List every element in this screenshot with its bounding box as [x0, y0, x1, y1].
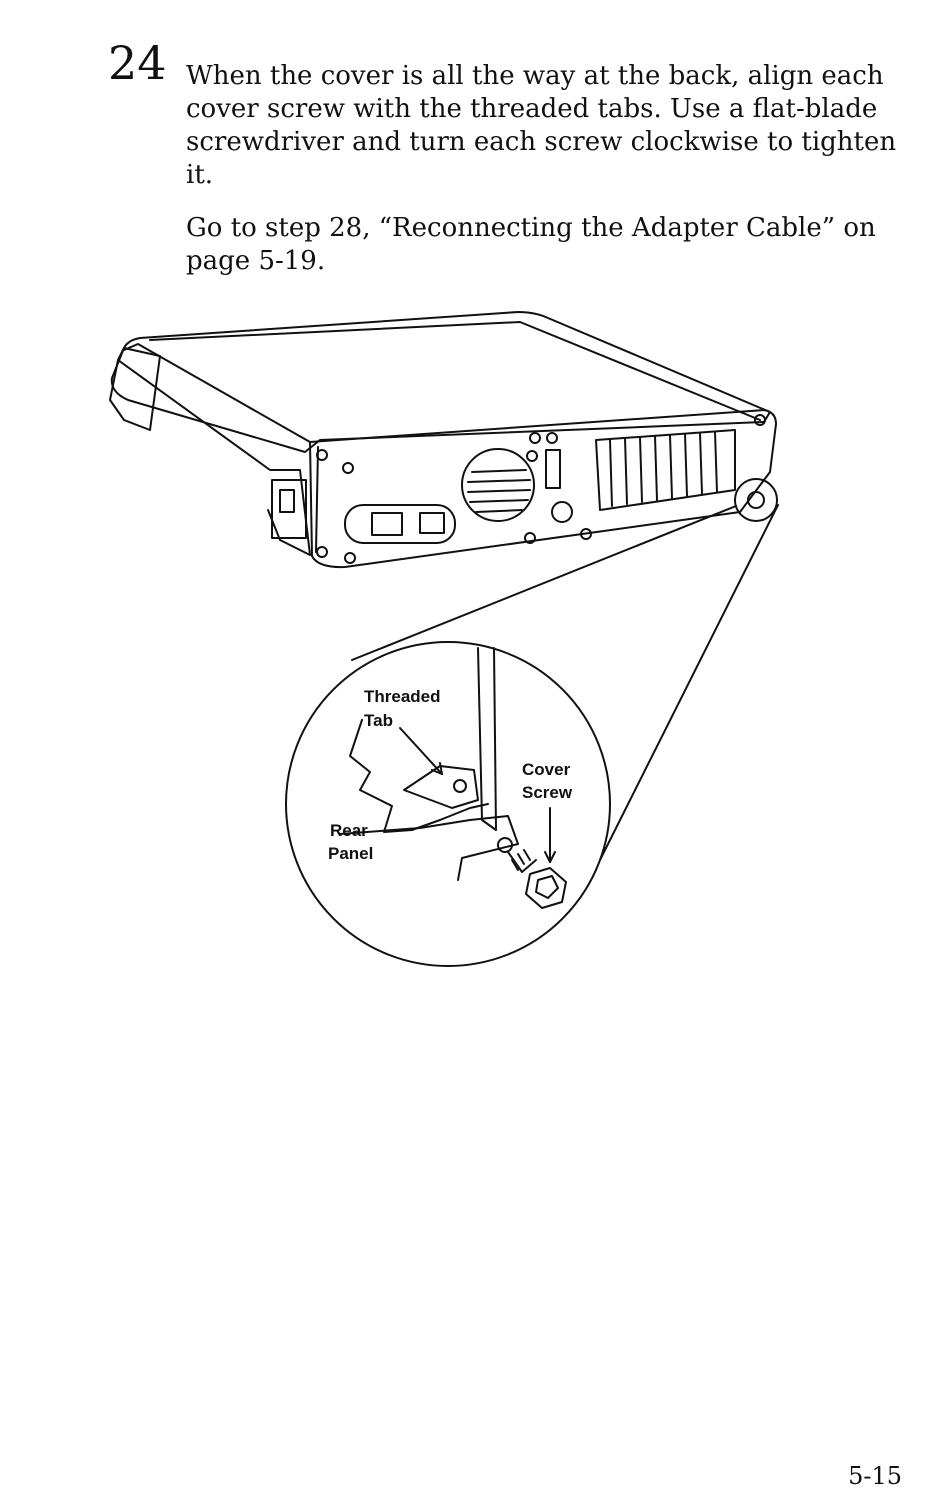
label-screw: Screw: [522, 783, 573, 802]
detail-circle: [286, 642, 610, 966]
expansion-slots: [596, 430, 735, 510]
screw: [345, 553, 355, 563]
screw: [343, 463, 353, 473]
keyboard-connector: [552, 502, 572, 522]
side-panel: [118, 360, 310, 555]
label-panel: Panel: [328, 844, 373, 863]
screw: [317, 547, 327, 557]
step-instruction: When the cover is all the way at the bac…: [186, 60, 926, 192]
threaded-tab-arrow: [400, 728, 442, 774]
cover-screw-callout: [735, 479, 777, 521]
label-threaded: Threaded: [364, 687, 441, 706]
label-tab: Tab: [364, 711, 393, 730]
cover-screw-head: [526, 868, 566, 908]
power-switch: [272, 480, 306, 538]
zoom-line: [352, 506, 736, 660]
page-number: 5-15: [848, 1462, 902, 1490]
step-number: 24: [108, 40, 167, 86]
threaded-tab: [350, 720, 488, 832]
zoom-line: [600, 505, 778, 860]
cover-outline: [112, 312, 770, 452]
screw: [530, 433, 540, 443]
label-rear: Rear: [330, 821, 368, 840]
label-cover: Cover: [522, 760, 571, 779]
screw: [527, 451, 537, 461]
power-connector-panel: [345, 505, 455, 543]
system-unit-illustration: Threaded Tab Cover Screw Rear Panel: [0, 290, 950, 990]
screw: [547, 433, 557, 443]
step-goto-reference: Go to step 28, “Reconnecting the Adapter…: [186, 212, 926, 278]
